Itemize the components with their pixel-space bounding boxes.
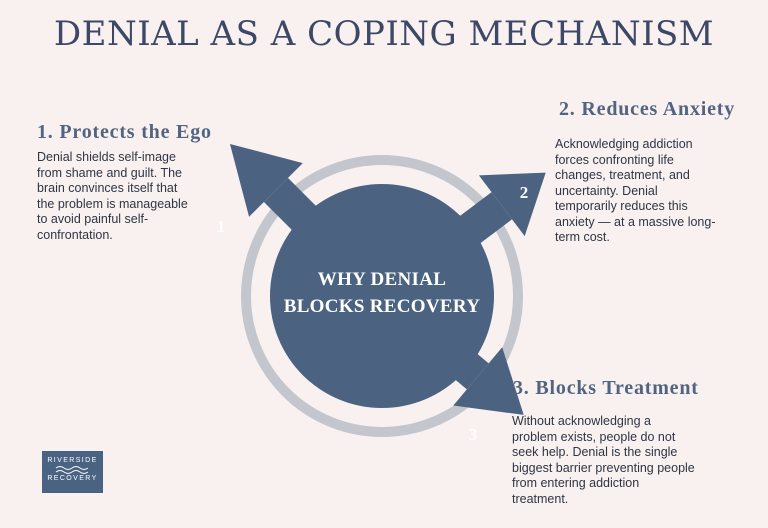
arrow-number-2: 2 — [520, 183, 529, 202]
section-3-line: problem exists, people do not — [512, 429, 676, 444]
section-3-line: from entering addiction — [512, 476, 640, 490]
section-2-title: 2. Reduces Anxiety — [559, 98, 736, 120]
section-1-line: to avoid painful self- — [37, 212, 149, 226]
center-label-line-2: BLOCKS RECOVERY — [283, 296, 481, 317]
riverside-recovery-logo: RIVERSIDE RECOVERY — [42, 451, 103, 493]
section-3-description: Without acknowledging a problem exists, … — [512, 414, 732, 507]
section-3-line: treatment. — [512, 491, 569, 506]
logo-text-top: RIVERSIDE — [47, 457, 98, 464]
section-1-line: brain convinces itself that — [37, 181, 178, 195]
section-2-line: forces confronting life — [555, 152, 674, 167]
section-2-line: temporarily reduces this — [555, 199, 688, 213]
section-2-line: uncertainty. Denial — [555, 183, 658, 198]
section-2-line: term cost. — [555, 230, 610, 244]
section-2-line: anxiety — at a massive long- — [555, 214, 716, 229]
arrow-number-3: 3 — [469, 425, 478, 444]
section-1-line: confrontation. — [37, 227, 113, 242]
section-1-line: from shame and guilt. The — [37, 165, 182, 180]
wave-icon — [55, 466, 88, 474]
section-1-line: the problem is manageable — [37, 196, 188, 211]
section-2-description: Acknowledging addiction forces confronti… — [555, 137, 755, 246]
section-2-line: changes, treatment, and — [555, 168, 690, 182]
page-title: DENIAL AS A COPING MECHANISM — [53, 14, 715, 54]
section-3-title: 3. Blocks Treatment — [513, 377, 699, 399]
section-3-line: seek help. Denial is the single — [512, 445, 678, 459]
arrow-number-1: 1 — [217, 217, 226, 236]
center-label-line-1: WHY DENIAL — [317, 269, 447, 290]
section-1-line: Denial shields self-image — [37, 150, 176, 164]
section-2-line: Acknowledging addiction — [555, 137, 693, 151]
logo-text-bottom: RECOVERY — [47, 475, 98, 482]
section-1-title: 1. Protects the Ego — [37, 121, 212, 143]
section-3-line: Without acknowledging a — [512, 414, 651, 428]
center-label: WHY DENIAL BLOCKS RECOVERY — [270, 266, 494, 320]
section-3-line: biggest barrier preventing people — [512, 460, 695, 475]
section-1-description: Denial shields self-image from shame and… — [37, 150, 212, 243]
center-circle — [270, 184, 494, 408]
outer-ring — [241, 155, 523, 437]
